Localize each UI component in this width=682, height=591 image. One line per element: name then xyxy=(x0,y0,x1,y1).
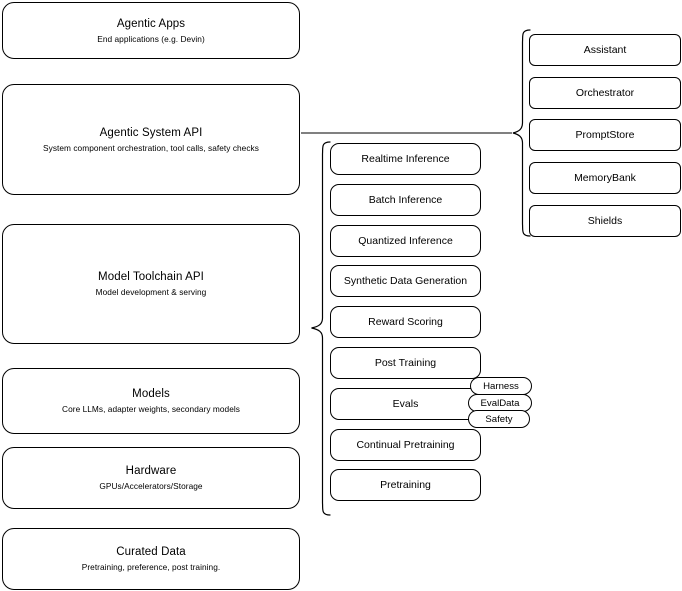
layer-box-hardware[interactable]: Hardware GPUs/Accelerators/Storage xyxy=(2,447,300,509)
toolchain-item-evals[interactable]: Evals xyxy=(330,388,481,420)
layer-box-agentic-apps[interactable]: Agentic Apps End applications (e.g. Devi… xyxy=(2,2,300,59)
toolchain-item-label: Quantized Inference xyxy=(358,235,453,247)
toolchain-item-batch-inference[interactable]: Batch Inference xyxy=(330,184,481,216)
toolchain-item-label: Post Training xyxy=(374,357,437,369)
toolchain-item-label: Realtime Inference xyxy=(361,153,450,165)
evals-subitem-label: Harness xyxy=(483,380,519,392)
layer-title: Agentic Apps xyxy=(116,17,186,30)
layer-box-curated-data[interactable]: Curated Data Pretraining, preference, po… xyxy=(2,528,300,590)
layer-title: Models xyxy=(132,388,170,400)
layer-subtitle: Model development & serving xyxy=(95,287,207,297)
agentic-item-assistant[interactable]: Assistant xyxy=(529,34,681,66)
layer-title: Hardware xyxy=(125,465,177,477)
layer-box-models[interactable]: Models Core LLMs, adapter weights, secon… xyxy=(2,368,300,434)
agentic-item-orchestrator[interactable]: Orchestrator xyxy=(529,77,681,109)
agentic-item-label: MemoryBank xyxy=(574,172,636,184)
toolchain-item-continual-pretraining[interactable]: Continual Pretraining xyxy=(330,429,481,461)
layer-title: Model Toolchain API xyxy=(98,271,204,283)
toolchain-item-label: Synthetic Data Generation xyxy=(343,275,468,287)
toolchain-item-label: Batch Inference xyxy=(368,194,443,206)
toolchain-components-brace xyxy=(311,141,331,516)
evals-subitem-label: EvalData xyxy=(480,397,520,409)
layer-box-model-toolchain-api[interactable]: Model Toolchain API Model development & … xyxy=(2,224,300,344)
layer-subtitle: Pretraining, preference, post training. xyxy=(81,562,221,572)
toolchain-item-label: Reward Scoring xyxy=(368,316,443,328)
layer-subtitle: GPUs/Accelerators/Storage xyxy=(99,481,203,491)
agentic-item-shields[interactable]: Shields xyxy=(529,205,681,237)
toolchain-item-label: Evals xyxy=(392,398,419,410)
toolchain-item-label: Continual Pretraining xyxy=(356,439,455,451)
layer-title: Curated Data xyxy=(116,546,186,558)
layer-box-agentic-system-api[interactable]: Agentic System API System component orch… xyxy=(2,84,300,195)
layer-title: Agentic System API xyxy=(99,126,203,139)
layer-subtitle: End applications (e.g. Devin) xyxy=(97,33,205,44)
evals-subitem-harness[interactable]: Harness xyxy=(470,377,532,395)
toolchain-item-pretraining[interactable]: Pretraining xyxy=(330,469,481,501)
agentic-item-label: Orchestrator xyxy=(575,87,635,99)
agentic-item-memorybank[interactable]: MemoryBank xyxy=(529,162,681,194)
toolchain-item-quantized-inference[interactable]: Quantized Inference xyxy=(330,225,481,257)
agentic-item-label: Shields xyxy=(587,215,623,227)
evals-subitem-safety[interactable]: Safety xyxy=(468,410,530,428)
agentic-item-promptstore[interactable]: PromptStore xyxy=(529,119,681,151)
toolchain-item-synthetic-data-generation[interactable]: Synthetic Data Generation xyxy=(330,265,481,297)
toolchain-item-label: Pretraining xyxy=(380,479,431,491)
toolchain-item-realtime-inference[interactable]: Realtime Inference xyxy=(330,143,481,175)
toolchain-item-reward-scoring[interactable]: Reward Scoring xyxy=(330,306,481,338)
evals-subitem-label: Safety xyxy=(485,413,513,425)
agentic-item-label: PromptStore xyxy=(575,129,635,141)
layer-subtitle: Core LLMs, adapter weights, secondary mo… xyxy=(62,404,240,414)
agentic-components-brace xyxy=(512,29,531,237)
layer-subtitle: System component orchestration, tool cal… xyxy=(43,142,259,153)
agentic-item-label: Assistant xyxy=(583,44,627,56)
toolchain-item-post-training[interactable]: Post Training xyxy=(330,347,481,379)
